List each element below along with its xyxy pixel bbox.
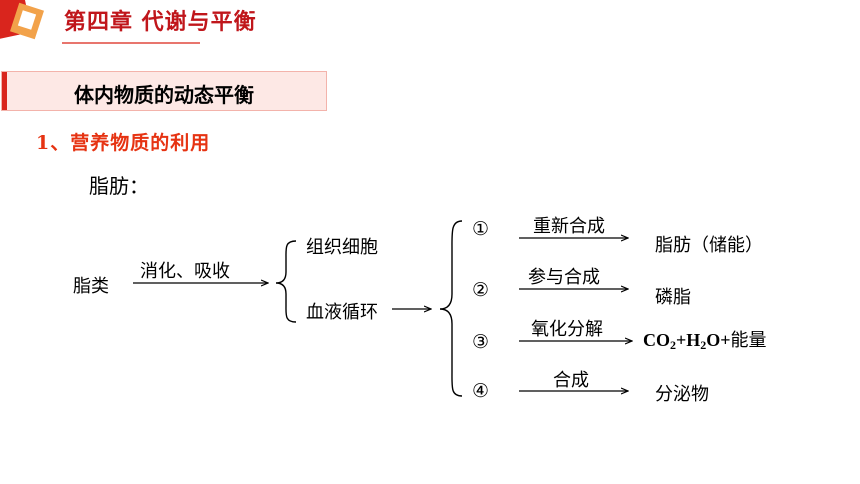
formula-energy: 能量 [730,330,767,351]
subject-label: 脂肪： [89,174,149,198]
chapter-title: 第四章 代谢与平衡 [64,10,257,35]
route-3-process: 氧化分解 [531,319,603,340]
route-3-result: CO2+H2O+能量 [643,326,767,353]
section-title: 体内物质的动态平衡 [74,83,254,107]
source-label: 脂类 [73,276,109,297]
blood-circulation-label: 血液循环 [306,302,378,323]
route-2-marker: ② [472,279,490,301]
digestion-label: 消化、吸收 [140,261,230,282]
chapter-logo-icon [0,0,44,40]
route-1-process: 重新合成 [533,216,605,237]
subheading: 1、营养物质的利用 [36,132,211,154]
route-1-marker: ① [472,218,490,240]
section-banner-accent [2,72,7,110]
brace-left [275,240,297,323]
route-1-result: 脂肪（储能） [655,235,763,256]
route-4-result: 分泌物 [655,384,709,405]
formula-co: CO [643,330,670,350]
route-3-marker: ③ [472,331,490,353]
route-2-process: 参与合成 [528,267,600,288]
tissue-cells-label: 组织细胞 [306,237,378,258]
title-underline [62,42,200,44]
route-4-marker: ④ [472,380,490,402]
formula-sub-2b: 2 [700,338,707,352]
route-2-result: 磷脂 [655,287,691,308]
formula-sub-2a: 2 [670,338,676,352]
formula-o-plus: O+ [706,330,731,350]
section-banner: 体内物质的动态平衡 [1,71,327,111]
brace-right [439,220,463,397]
route-4-process: 合成 [553,370,589,391]
formula-plus-h: +H [676,330,701,350]
